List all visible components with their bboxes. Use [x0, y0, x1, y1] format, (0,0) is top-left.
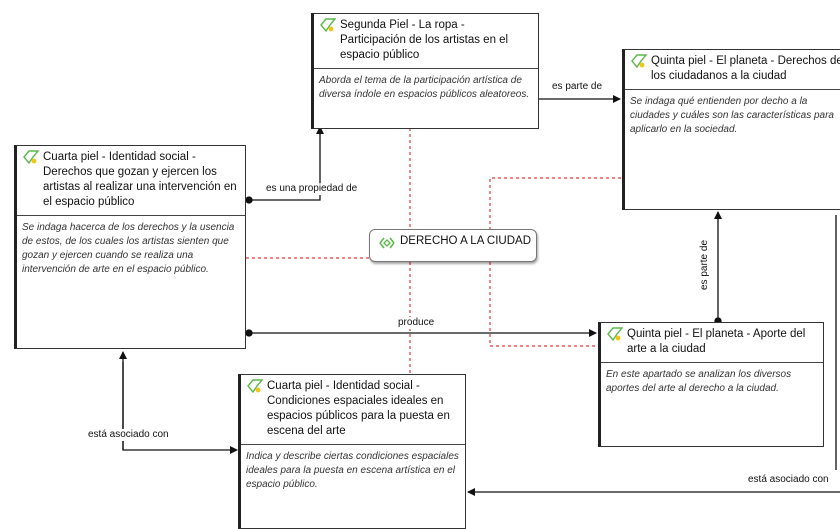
node-quinta-aporte-description: En este apartado se analizan los diverso…: [601, 362, 823, 401]
node-quinta-derechos-header: Quinta piel - El planeta - Derechos de l…: [625, 50, 840, 89]
node-quinta-aporte-header: Quinta piel - El planeta - Aporte del ar…: [601, 323, 823, 362]
node-cuarta-piel-condiciones[interactable]: Cuarta piel - Identidad social - Condici…: [238, 374, 466, 529]
concept-icon: [23, 150, 39, 164]
node-cuarta-derechos-title: Cuarta piel - Identidad social - Derecho…: [43, 151, 237, 208]
node-quinta-derechos-title: Quinta piel - El planeta - Derechos de l…: [651, 55, 840, 82]
central-concept-derecho-a-la-ciudad[interactable]: DERECHO A LA CIUDAD: [369, 229, 537, 262]
node-quinta-aporte-title: Quinta piel - El planeta - Aporte del ar…: [627, 328, 806, 355]
node-segunda-piel-title: Segunda Piel - La ropa - Participación d…: [340, 19, 509, 61]
concept-icon: [247, 379, 263, 393]
node-cuarta-condiciones-description: Indica y describe ciertas condiciones es…: [241, 444, 465, 497]
central-concept-label: DERECHO A LA CIUDAD: [400, 235, 532, 247]
dashed-link-quinta-aporte: [489, 262, 598, 347]
concept-icon: [607, 327, 623, 341]
link-label-es-parte-de-vertical: es parte de: [699, 239, 712, 291]
node-segunda-piel-header: Segunda Piel - La ropa - Participación d…: [314, 14, 538, 68]
node-quinta-piel-derechos[interactable]: Quinta piel - El planeta - Derechos de l…: [622, 49, 840, 210]
node-segunda-piel[interactable]: Segunda Piel - La ropa - Participación d…: [311, 13, 539, 129]
node-segunda-piel-description: Aborda el tema de la participación artís…: [314, 68, 538, 107]
node-cuarta-derechos-header: Cuarta piel - Identidad social - Derecho…: [17, 146, 245, 215]
central-concept-icon: [379, 237, 395, 249]
link-label-asociado-right: está asociado con: [748, 474, 829, 486]
node-quinta-piel-aporte[interactable]: Quinta piel - El planeta - Aporte del ar…: [598, 322, 824, 447]
link-label-asociado-left: está asociado con: [88, 429, 169, 441]
node-cuarta-condiciones-header: Cuarta piel - Identidad social - Condici…: [241, 375, 465, 444]
concept-icon: [320, 18, 336, 32]
node-cuarta-condiciones-title: Cuarta piel - Identidad social - Condici…: [267, 380, 450, 437]
concept-icon: [631, 54, 647, 68]
node-cuarta-piel-derechos[interactable]: Cuarta piel - Identidad social - Derecho…: [14, 145, 246, 349]
node-quinta-derechos-description: Se indaga qué entienden por decho a la c…: [625, 89, 840, 142]
link-label-es-propiedad-de: es una propiedad de: [266, 183, 358, 195]
link-label-es-parte-de-horizontal: es parte de: [552, 81, 603, 93]
dashed-link-quinta-derechos: [489, 177, 621, 236]
link-label-produce: produce: [398, 317, 435, 329]
node-cuarta-derechos-description: Se indaga hacerca de los derechos y la u…: [17, 215, 245, 282]
link-es-propiedad-de: [249, 126, 324, 201]
